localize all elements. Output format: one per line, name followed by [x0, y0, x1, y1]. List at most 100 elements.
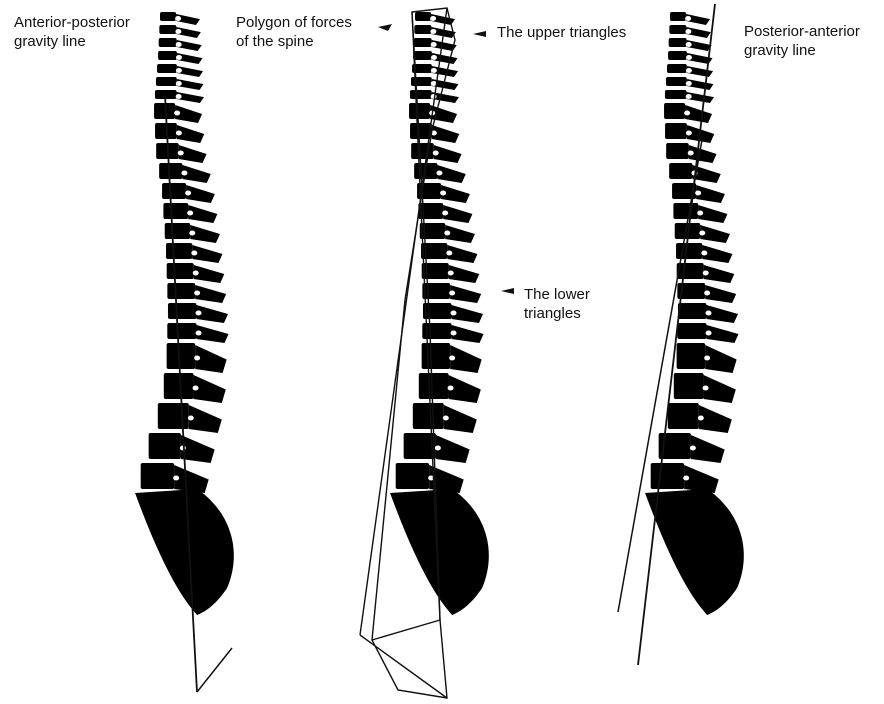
upper-triangles-arrow-icon — [473, 31, 486, 37]
foramen — [451, 331, 457, 336]
foramen — [706, 331, 712, 336]
foramen — [176, 68, 182, 73]
vertebral-body — [422, 283, 450, 299]
foramen — [193, 386, 199, 391]
foramen — [176, 42, 182, 47]
foramen — [704, 291, 710, 296]
spinous-process — [444, 405, 477, 433]
foramen — [704, 356, 710, 361]
vertebral-body — [413, 403, 444, 429]
vertebral-body — [411, 77, 432, 86]
foramen — [193, 271, 199, 276]
vertebral-body — [415, 12, 431, 21]
foramen — [699, 231, 705, 236]
vertebral-body — [167, 263, 194, 279]
foramen — [686, 94, 692, 99]
foramen — [433, 151, 439, 156]
vertebral-body — [167, 343, 196, 369]
foramen — [180, 446, 186, 451]
vertebral-body — [666, 143, 689, 159]
vertebral-body — [157, 64, 177, 73]
foramen — [686, 131, 692, 136]
vertebral-body — [665, 123, 687, 139]
vertebral-body — [677, 343, 706, 369]
vertebral-body — [668, 403, 699, 429]
foramen — [189, 231, 195, 236]
vertebral-body — [677, 263, 704, 279]
spinous-process — [699, 405, 732, 433]
spinous-process — [452, 325, 484, 343]
vertebral-body — [158, 403, 189, 429]
vertebral-body — [162, 183, 186, 199]
foramen — [187, 211, 193, 216]
foramen — [703, 271, 709, 276]
spinous-process — [691, 435, 725, 463]
foramen — [174, 111, 180, 116]
vertebral-body — [396, 463, 429, 489]
vertebral-body — [168, 303, 197, 319]
foramen — [698, 416, 704, 421]
vertebral-body — [165, 223, 191, 239]
spinous-process — [181, 435, 215, 463]
foramen — [448, 386, 454, 391]
foramen — [688, 151, 694, 156]
foramen — [686, 55, 692, 60]
foramen — [449, 291, 455, 296]
foramen — [176, 55, 182, 60]
vertebral-body — [670, 12, 686, 21]
vertebral-body — [422, 343, 451, 369]
vertebral-body — [665, 90, 687, 99]
spinous-process — [684, 465, 719, 493]
foramen — [450, 311, 456, 316]
foramen — [188, 416, 194, 421]
foramen — [703, 386, 709, 391]
vertebral-body — [167, 323, 196, 339]
foramen — [697, 211, 703, 216]
spinous-process — [449, 375, 481, 403]
spinous-process — [704, 375, 736, 403]
foramen — [705, 311, 711, 316]
vertebral-body — [413, 51, 432, 60]
foramen — [443, 416, 449, 421]
vertebral-body — [149, 433, 181, 459]
vertebral-body — [164, 373, 194, 399]
foramen — [431, 42, 437, 47]
vertebral-body — [414, 25, 431, 34]
polygon-of-forces-label: Polygon of forces of the spine — [236, 13, 386, 51]
foramen — [440, 191, 446, 196]
vertebral-body — [419, 373, 449, 399]
foramen — [191, 251, 197, 256]
vertebral-body — [156, 77, 177, 86]
foramen — [686, 68, 692, 73]
vertebral-body — [674, 373, 704, 399]
foramen — [185, 191, 191, 196]
polygon-diagonal-d — [372, 620, 440, 640]
foramen — [181, 171, 187, 176]
foramen — [430, 16, 436, 21]
spinous-process — [707, 325, 739, 343]
foramen — [695, 191, 701, 196]
spinous-process — [436, 435, 470, 463]
foramen — [701, 251, 707, 256]
gravity-line-tail — [197, 648, 232, 692]
spine-3 — [645, 12, 744, 615]
vertebral-body — [159, 163, 182, 179]
sacrum — [645, 489, 744, 615]
vertebral-body — [668, 51, 687, 60]
lower-triangles-label: The lower triangles — [524, 285, 644, 323]
vertebral-body — [666, 77, 687, 86]
foramen — [431, 94, 437, 99]
vertebral-body — [673, 203, 698, 219]
vertebral-body — [409, 103, 430, 119]
foramen — [195, 311, 201, 316]
foramen — [194, 291, 200, 296]
foramen — [685, 16, 691, 21]
lower-triangles-arrow-icon — [501, 288, 514, 294]
foramen — [175, 16, 181, 21]
foramen — [178, 151, 184, 156]
vertebral-body — [678, 303, 707, 319]
vertebral-body — [411, 143, 434, 159]
vertebral-body — [669, 38, 687, 47]
foramen — [446, 251, 452, 256]
